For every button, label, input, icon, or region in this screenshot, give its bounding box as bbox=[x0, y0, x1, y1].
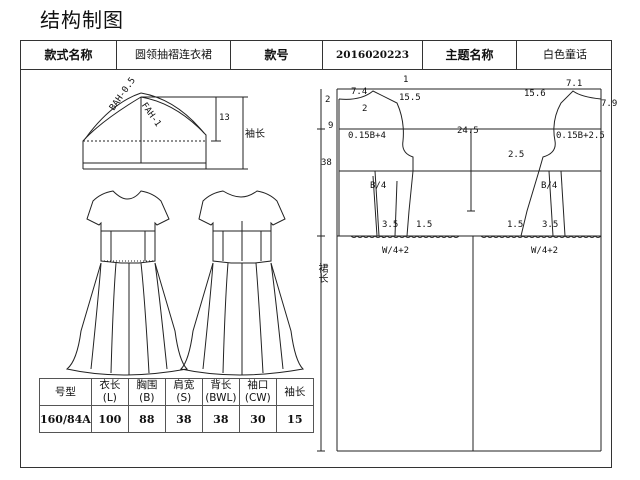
spec-value-sleeve-length: 15 bbox=[275, 405, 314, 433]
spec-header-length: 衣长(L) bbox=[90, 378, 129, 406]
dim-1-5-left: 1.5 bbox=[416, 220, 433, 230]
dim-15-6: 15.6 bbox=[524, 89, 546, 99]
style-name-label: 款式名称 bbox=[21, 41, 117, 69]
page-title: 结构制图 bbox=[40, 8, 124, 32]
dim-15-5: 15.5 bbox=[399, 93, 421, 103]
spec-value-bust: 88 bbox=[127, 405, 166, 433]
spec-header-shoulder: 肩宽(S) bbox=[164, 378, 203, 406]
sleeve-cap-height-label: 13 bbox=[219, 113, 230, 123]
style-no-label: 款号 bbox=[231, 41, 323, 69]
style-name-value: 圆领抽褶连衣裙 bbox=[117, 41, 231, 69]
dim-w4-2-right: W/4+2 bbox=[531, 246, 559, 256]
theme-label: 主题名称 bbox=[423, 41, 517, 69]
dim-3-5-right: 3.5 bbox=[542, 220, 559, 230]
dim-9: 9 bbox=[328, 121, 334, 131]
dim-2b: 2 bbox=[362, 104, 368, 114]
spec-header-back-length: 背长(BWL) bbox=[201, 378, 240, 406]
dim-7-4: 7.4 bbox=[351, 87, 368, 97]
theme-value: 白色童话 bbox=[543, 48, 587, 61]
sleeve-pattern bbox=[82, 92, 248, 170]
bodice-draft bbox=[317, 88, 602, 452]
spec-header-row: 号型 衣长(L) 胸围(B) 肩宽(S) 背长(BWL) 袖口(CW) 袖长 bbox=[39, 378, 314, 406]
spec-header-cuff: 袖口(CW) bbox=[238, 378, 277, 406]
dim-w4-2-left: W/4+2 bbox=[382, 246, 410, 256]
spec-value-length: 100 bbox=[90, 405, 129, 433]
dim-b4-2: B/4 bbox=[541, 181, 558, 191]
pattern-drawing bbox=[65, 88, 602, 452]
dim-b4: B/4 bbox=[370, 181, 387, 191]
dim-24-5: 24.5 bbox=[457, 126, 479, 136]
dim-2: 2 bbox=[325, 95, 331, 105]
pattern-sheet: 款式名称 圆领抽褶连衣裙 款号 2016020223 主题名称 白色童话 bbox=[20, 40, 617, 468]
header-row: 款式名称 圆领抽褶连衣裙 款号 2016020223 主题名称 白色童话 bbox=[21, 41, 611, 70]
spec-table: 号型 衣长(L) 胸围(B) 肩宽(S) 背长(BWL) 袖口(CW) 袖长 1… bbox=[39, 378, 314, 433]
spec-value-size: 160/84A bbox=[39, 405, 92, 433]
spec-value-cuff: 30 bbox=[238, 405, 277, 433]
spec-header-sleeve-length: 袖长 bbox=[275, 378, 314, 406]
spec-header-size: 号型 bbox=[39, 378, 92, 406]
dim-0-15b-2-5: 0.15B+2.5 bbox=[556, 131, 605, 141]
spec-value-back-length: 38 bbox=[201, 405, 240, 433]
dim-1: 1 bbox=[403, 75, 409, 85]
dim-0-15b-4: 0.15B+4 bbox=[348, 131, 386, 141]
skirt-length-label: 裙长 bbox=[316, 263, 327, 283]
dress-back-sketch bbox=[179, 190, 305, 376]
dim-7-9: 7.9 bbox=[601, 99, 618, 109]
style-no-value: 2016020223 bbox=[323, 41, 423, 69]
dim-3-5-left: 3.5 bbox=[382, 220, 399, 230]
dress-front-sketch bbox=[65, 190, 189, 376]
sleeve-length-label: 袖长 bbox=[245, 129, 265, 140]
dim-38: 38 bbox=[321, 158, 332, 168]
spec-header-bust: 胸围(B) bbox=[127, 378, 166, 406]
dim-7-1: 7.1 bbox=[566, 79, 583, 89]
spec-value-row: 160/84A 100 88 38 38 30 15 bbox=[39, 405, 314, 433]
spec-value-shoulder: 38 bbox=[164, 405, 203, 433]
dim-2-5: 2.5 bbox=[508, 150, 525, 160]
dim-1-5-right: 1.5 bbox=[507, 220, 524, 230]
